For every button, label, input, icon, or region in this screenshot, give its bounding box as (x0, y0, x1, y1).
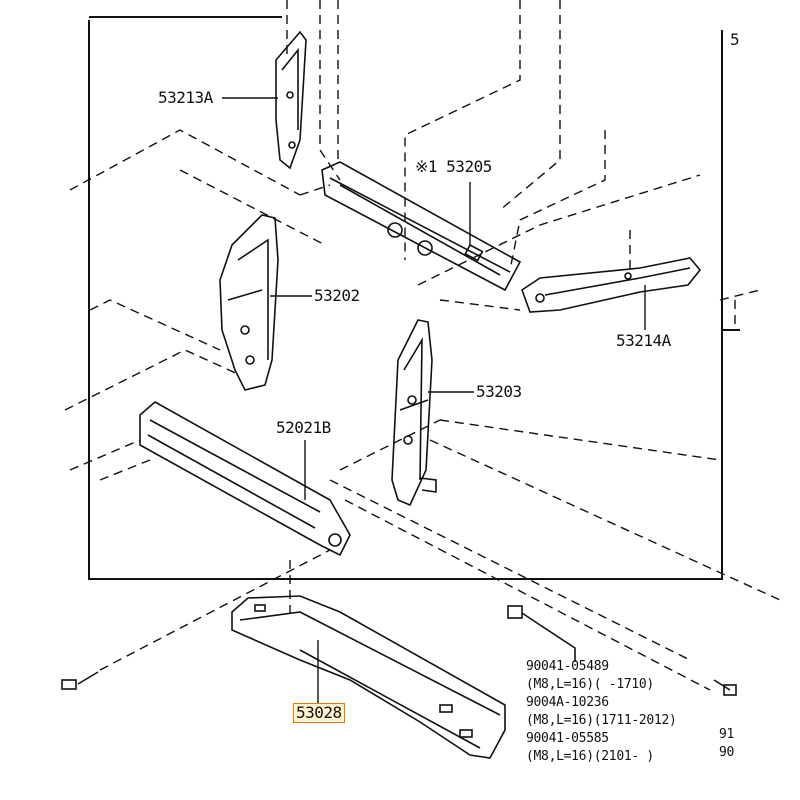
bolt1-part-number: 90041-05489 (526, 659, 609, 674)
part-53028-cover (231, 595, 506, 759)
label-53203: 53203 (476, 382, 522, 401)
bolt-right (713, 679, 737, 696)
bolt3-spec: (M8,L=16)(2101- ) (526, 749, 654, 764)
part-53203-support (391, 319, 437, 507)
label-53214A: 53214A (616, 331, 671, 350)
label-53205: ※1 53205 (415, 157, 492, 176)
bolt2-part-number: 9004A-10236 (526, 695, 609, 710)
leaders (222, 97, 646, 703)
part-52021B-lower-support (139, 401, 351, 557)
label-52021B: 52021B (276, 418, 331, 437)
label-edge-right-2: 90 (719, 745, 735, 760)
part-53205-crossmember (321, 161, 522, 292)
part-53202-support (219, 214, 279, 391)
label-edge-right-1: 91 (719, 727, 735, 742)
assembly-frame (88, 20, 723, 580)
bolt-left (61, 671, 99, 690)
part-53213A-bracket (275, 30, 307, 170)
label-edge-top-right: 5 (730, 30, 740, 49)
bolt2-spec: (M8,L=16)(1711-2012) (526, 713, 677, 728)
label-53028[interactable]: 53028 (293, 703, 345, 723)
bolt3-part-number: 90041-05585 (526, 731, 609, 746)
bolt-center (507, 605, 576, 662)
bolt1-spec: (M8,L=16)( -1710) (526, 677, 654, 692)
label-53213A: 53213A (158, 88, 213, 107)
part-53214A-bracket (521, 257, 702, 313)
label-53202: 53202 (314, 286, 360, 305)
